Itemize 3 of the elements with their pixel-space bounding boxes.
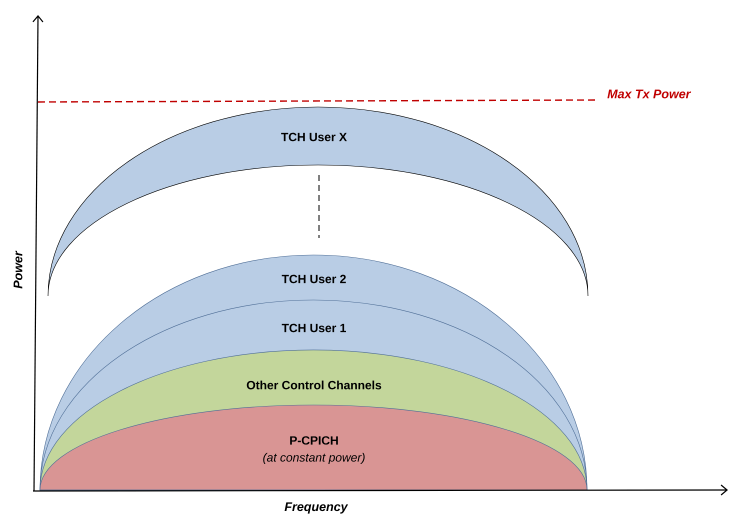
axis-label: Frequency xyxy=(284,502,348,514)
axis-label: Power xyxy=(14,250,22,289)
limit-label: Max Tx Power xyxy=(607,90,692,98)
